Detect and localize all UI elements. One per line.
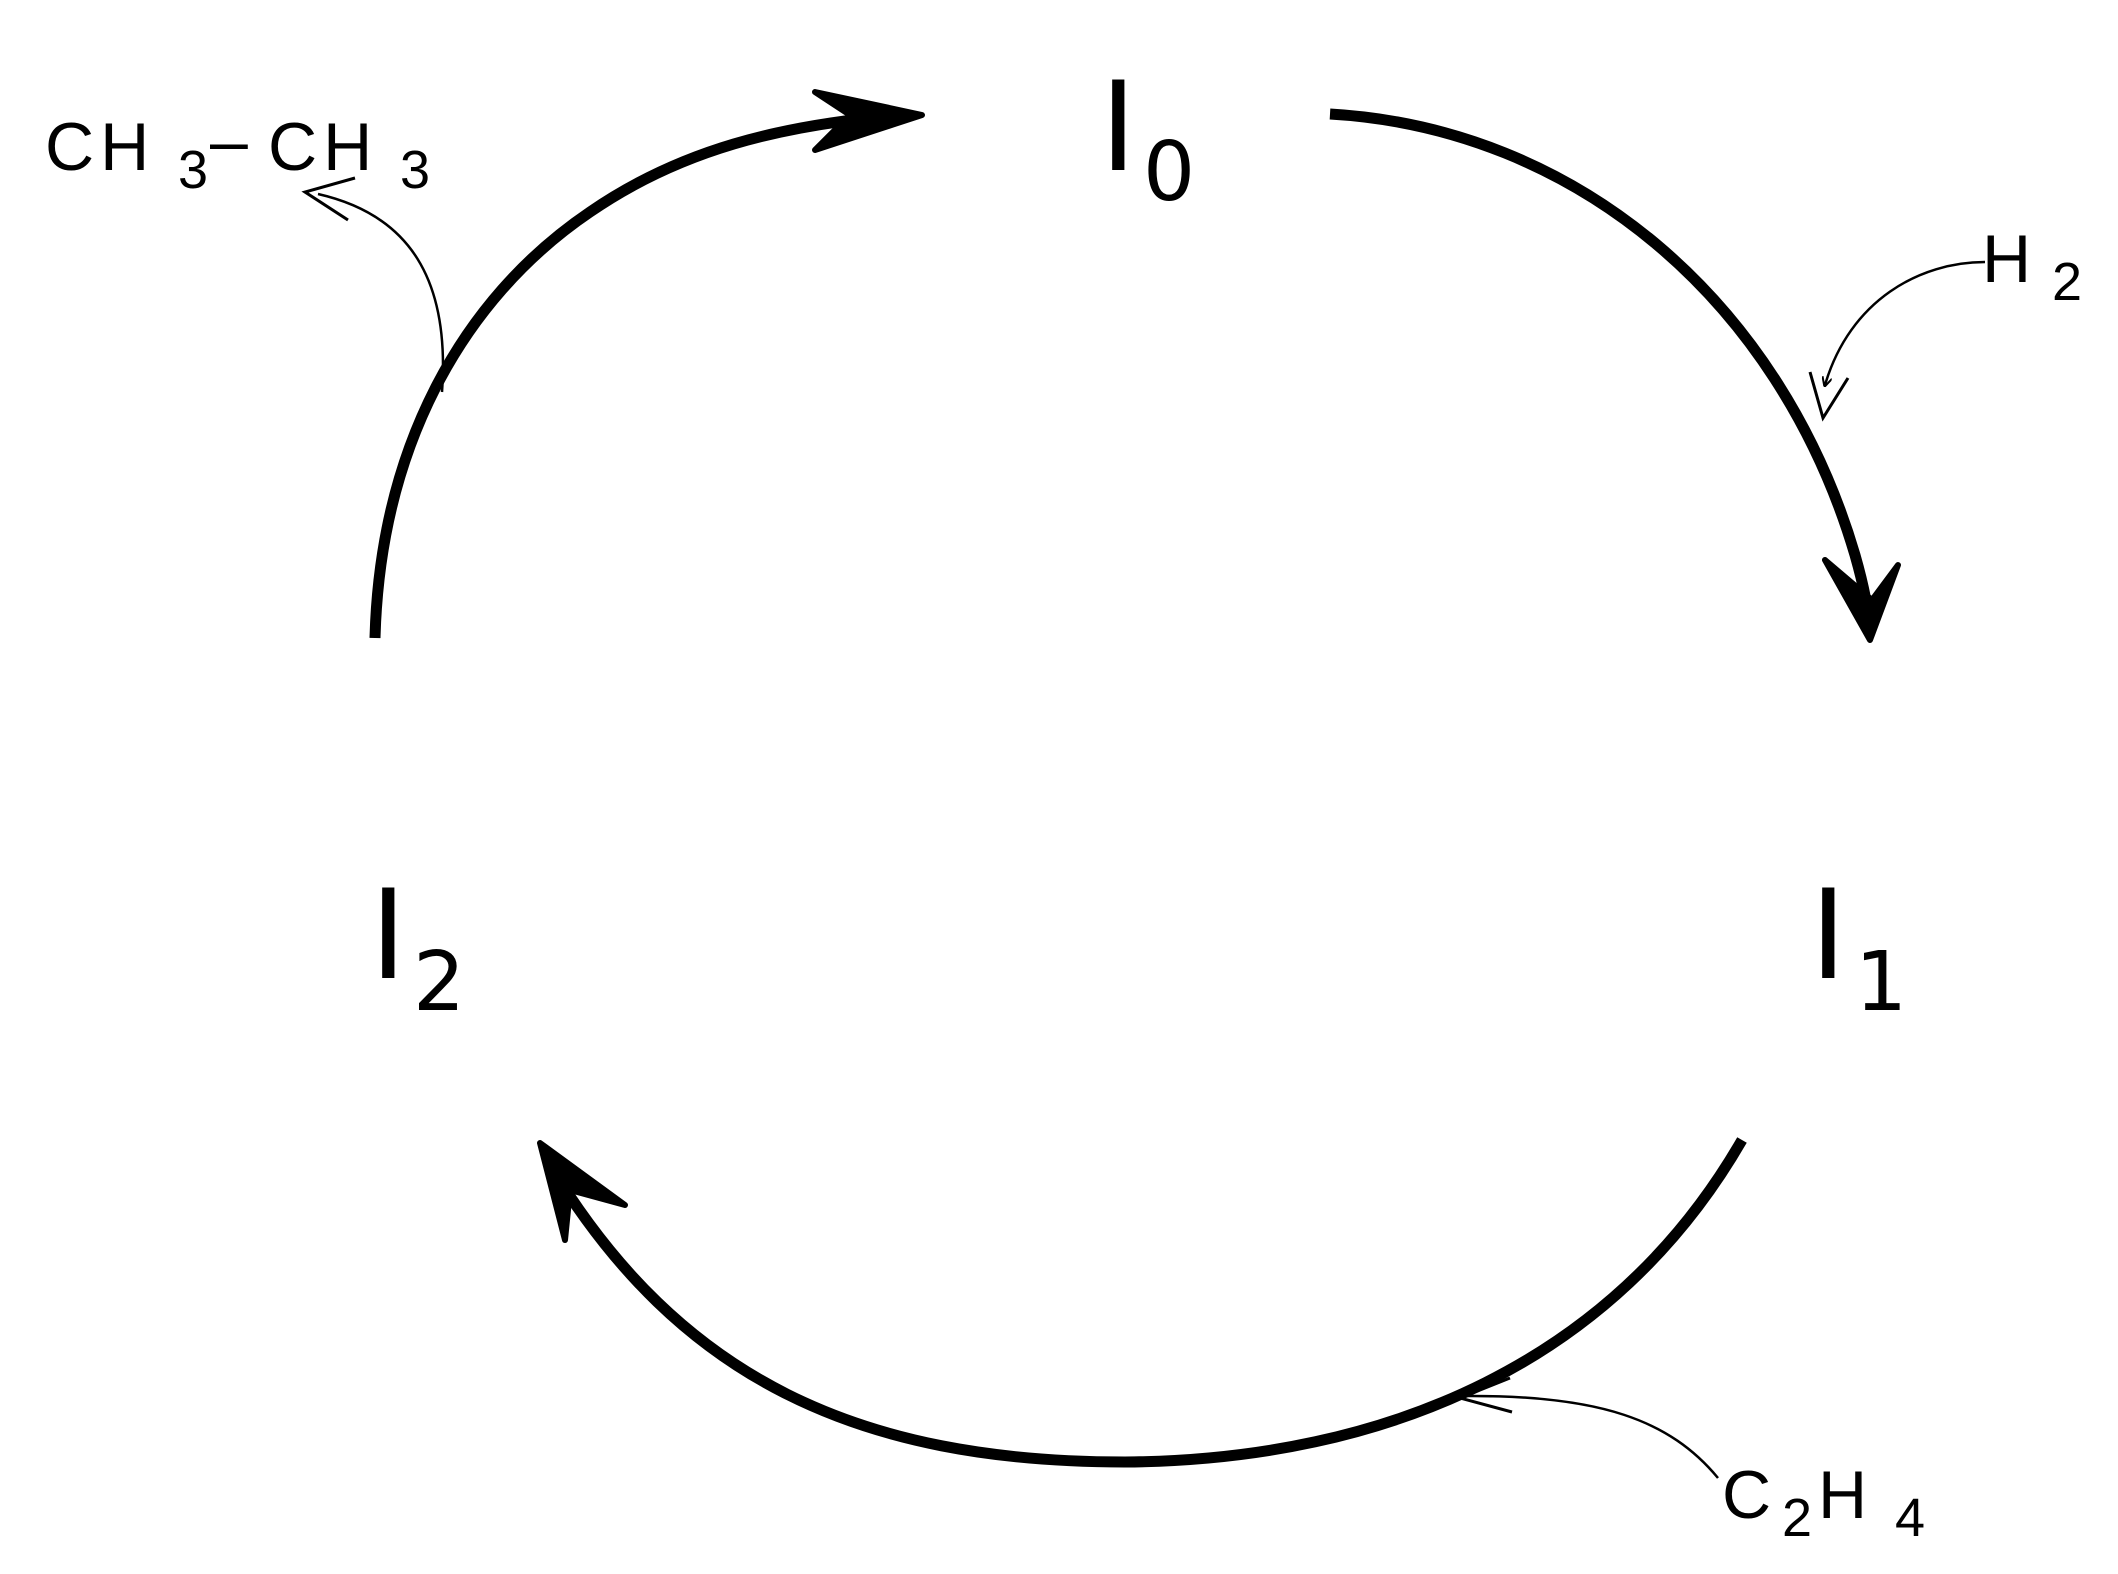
c2h4-entry-arrow — [1464, 1394, 1719, 1479]
intermediate-i1: I 1 — [1810, 864, 1907, 1030]
intermediate-i2-subscript: 2 — [413, 935, 465, 1030]
arrowhead-i2 — [537, 1140, 628, 1243]
hydrogen-subscript: 2 — [2052, 252, 2082, 312]
intermediate-i0: I 0 — [1100, 56, 1195, 220]
ethylene-carbon: C — [1722, 1457, 1777, 1533]
ethylene-hydrogen: H — [1818, 1457, 1873, 1533]
ethane-exit-arrow — [317, 192, 445, 393]
arc-i2-to-i0 — [369, 109, 901, 639]
c2h4-arrowhead — [1455, 1376, 1513, 1414]
ethane-label: CH 3 – CH 3 — [45, 103, 430, 200]
h2-arrowhead — [1808, 371, 1850, 422]
intermediate-i2-label: I — [370, 864, 407, 1008]
intermediate-i1-subscript: 1 — [1855, 935, 1907, 1030]
arrowhead-i0 — [812, 89, 925, 153]
ethane-ch-first: CH — [45, 109, 155, 185]
ethylene-hydrogen-subscript: 4 — [1895, 1488, 1925, 1548]
intermediate-i2: I 2 — [370, 864, 465, 1030]
hydrogen-symbol: H — [1982, 221, 2037, 297]
arc-i0-to-i1 — [1329, 108, 1876, 631]
ethylene-label: C 2 H 4 — [1722, 1457, 1925, 1548]
h2-entry-arrow — [1825, 260, 1986, 385]
arrowhead-i1 — [1822, 557, 1901, 643]
ethane-arrowhead — [301, 176, 356, 222]
intermediate-i0-label: I — [1100, 56, 1137, 200]
ethane-sub-first: 3 — [178, 140, 208, 200]
ethane-bond: – — [210, 103, 254, 179]
arc-i1-to-i2 — [545, 1137, 1747, 1468]
intermediate-i0-subscript: 0 — [1143, 125, 1195, 220]
intermediate-i1-label: I — [1810, 864, 1847, 1008]
hydrogen-label: H 2 — [1982, 221, 2082, 312]
ethylene-carbon-subscript: 2 — [1782, 1488, 1812, 1548]
ethane-sub-second: 3 — [400, 140, 430, 200]
ethane-ch-second: CH — [268, 109, 378, 185]
